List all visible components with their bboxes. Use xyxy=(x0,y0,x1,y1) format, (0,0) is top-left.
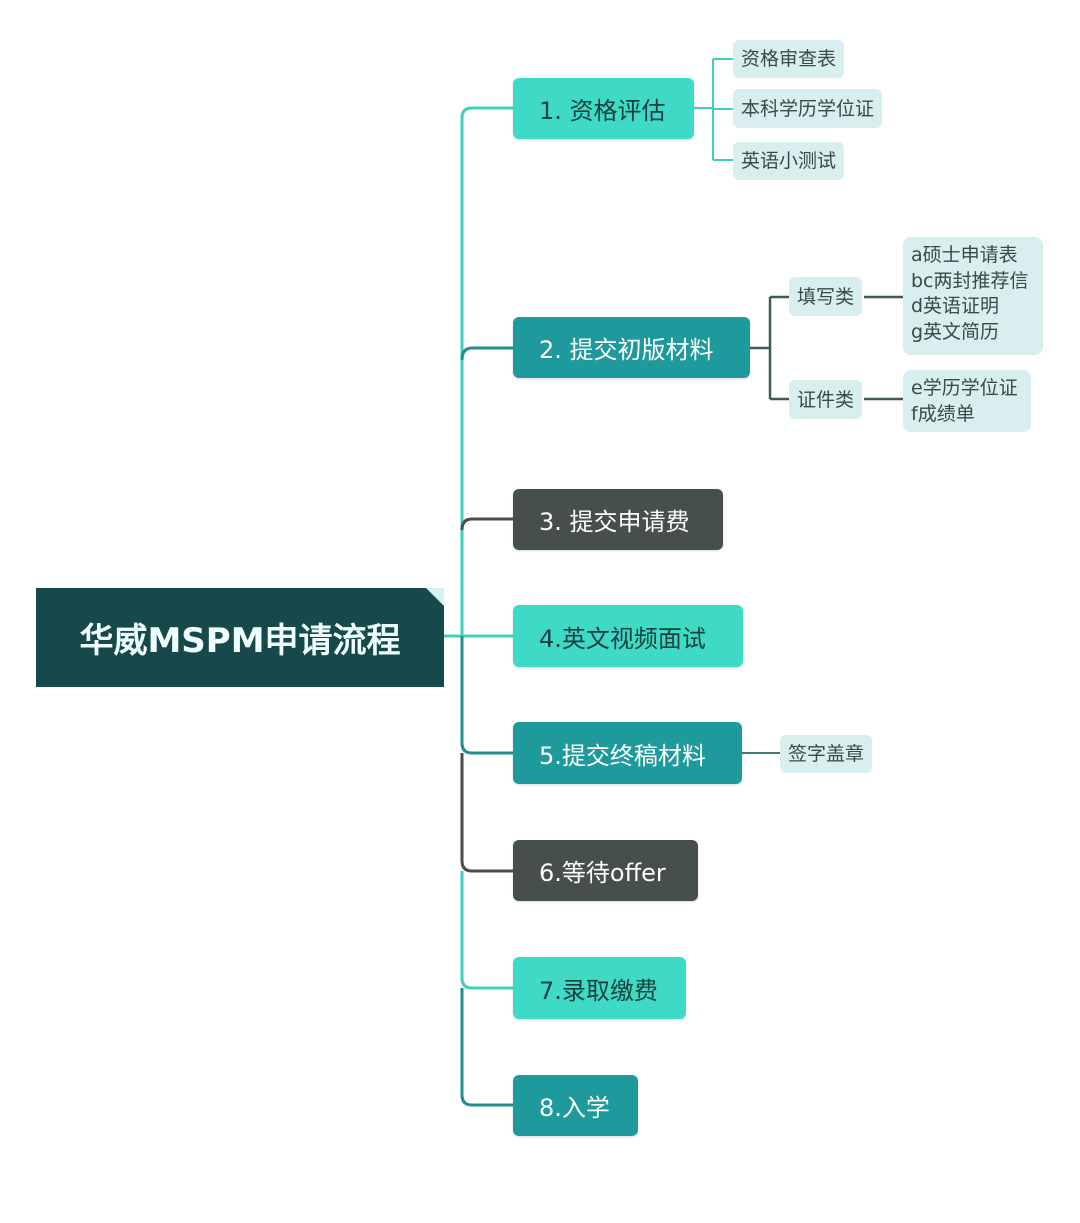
leaf-item: f成绩单 xyxy=(911,402,975,425)
step-label: 8.入学 xyxy=(539,1094,610,1122)
leaf-list-certificates[interactable]: e学历学位证 f成绩单 xyxy=(903,370,1031,432)
connector-step-2 xyxy=(460,346,513,361)
leaf-label: 签字盖章 xyxy=(788,743,865,765)
leaf-item: g英文简历 xyxy=(911,320,1000,343)
connector-step-5 xyxy=(460,636,513,755)
step-label: 2. 提交初版材料 xyxy=(539,336,714,364)
step-label: 3. 提交申请费 xyxy=(539,508,690,536)
connector-step-8 xyxy=(460,988,513,1107)
fold-corner-icon xyxy=(426,588,444,606)
leaf-list-fill-forms[interactable]: a硕士申请表 bc两封推荐信 d英语证明 g英文简历 xyxy=(903,237,1043,355)
root-title: 华威MSPM申请流程 xyxy=(79,621,401,661)
step-6-node[interactable]: 6.等待offer xyxy=(513,840,698,901)
connector-step-3 xyxy=(460,517,513,531)
step-label: 7.录取缴费 xyxy=(539,976,658,1005)
leaf-node[interactable]: 资格审查表 xyxy=(733,40,845,78)
step-7-node[interactable]: 7.录取缴费 xyxy=(513,957,686,1019)
group-node-certificates[interactable]: 证件类 xyxy=(789,380,863,419)
step-5-node[interactable]: 5.提交终稿材料 xyxy=(513,722,742,784)
group-label: 证件类 xyxy=(797,388,855,411)
leaf-node[interactable]: 本科学历学位证 xyxy=(733,89,883,128)
step-label: 4.英文视频面试 xyxy=(539,624,706,653)
step-label: 6.等待offer xyxy=(539,859,666,887)
leaf-node[interactable]: 英语小测试 xyxy=(733,142,845,180)
step-3-node[interactable]: 3. 提交申请费 xyxy=(513,489,723,550)
group-node-fill-forms[interactable]: 填写类 xyxy=(789,277,863,316)
group-label: 填写类 xyxy=(797,285,855,308)
leaf-label: 英语小测试 xyxy=(741,150,837,172)
leaf-item: a硕士申请表 xyxy=(911,244,1018,266)
leaf-label: 资格审查表 xyxy=(741,48,837,70)
root-node[interactable]: 华威MSPM申请流程 xyxy=(36,588,444,687)
leaf-item: e学历学位证 xyxy=(911,377,1018,399)
step-label: 5.提交终稿材料 xyxy=(539,741,706,770)
connector-step-7 xyxy=(460,871,513,990)
leaf-label: 本科学历学位证 xyxy=(741,97,875,120)
step-2-node[interactable]: 2. 提交初版材料 xyxy=(513,317,750,378)
connector-step-6 xyxy=(460,753,513,873)
leaf-node[interactable]: 签字盖章 xyxy=(780,735,873,773)
step-4-node[interactable]: 4.英文视频面试 xyxy=(513,605,743,667)
step-label: 1. 资格评估 xyxy=(539,97,666,125)
connector-step-1 xyxy=(444,106,513,638)
leaf-item: bc两封推荐信 xyxy=(911,269,1029,292)
step-8-node[interactable]: 8.入学 xyxy=(513,1075,638,1136)
leaf-item: d英语证明 xyxy=(911,295,1000,317)
step-1-node[interactable]: 1. 资格评估 xyxy=(513,78,694,139)
